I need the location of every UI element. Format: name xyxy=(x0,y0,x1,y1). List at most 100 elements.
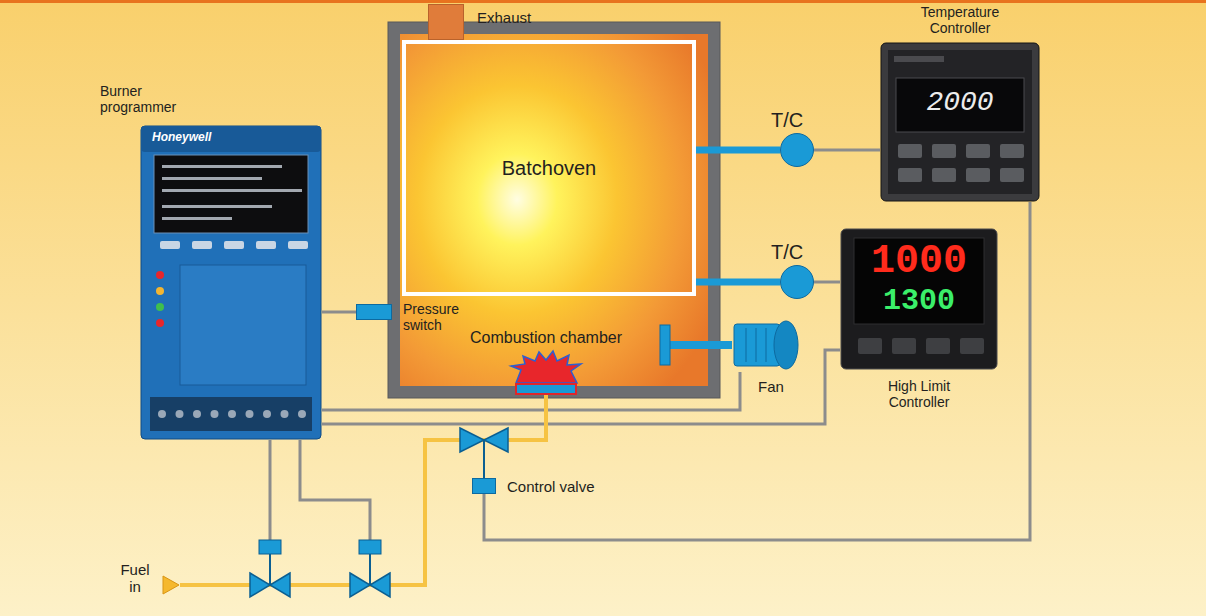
terminal-screw xyxy=(246,410,254,418)
terminal-strip xyxy=(150,397,312,431)
limit-controller-bezel xyxy=(841,229,997,369)
thermocouple-label: T/C xyxy=(771,241,803,264)
thermocouple-label: T/C xyxy=(771,109,803,132)
status-light xyxy=(156,271,164,279)
control-valve-body xyxy=(460,428,484,452)
fan-cap xyxy=(774,321,798,369)
programmer-drawing xyxy=(140,125,322,440)
display-line xyxy=(162,177,262,180)
valve-stem xyxy=(369,554,371,585)
terminal-screw xyxy=(281,410,289,418)
programmer-button xyxy=(288,241,308,249)
thermocouple-probe xyxy=(696,147,780,154)
controller-bezel xyxy=(881,43,1039,201)
control-valve-body xyxy=(484,428,508,452)
terminal-screw xyxy=(158,410,166,418)
controller-button xyxy=(1000,168,1024,182)
top-rule xyxy=(0,0,1206,3)
thermocouple-probe xyxy=(696,279,780,286)
thermocouple: T/C xyxy=(780,133,814,167)
chamber-label: Combustion chamber xyxy=(470,329,622,347)
exhaust-label: Exhaust xyxy=(477,9,531,26)
shutoff-valve xyxy=(350,573,370,597)
controller-label: Temperature Controller xyxy=(905,4,1015,36)
programmer-display xyxy=(154,155,308,233)
fan-drawing xyxy=(732,318,800,372)
shutoff-valve xyxy=(270,573,290,597)
programmer-button xyxy=(224,241,244,249)
oven-housing xyxy=(388,22,720,398)
control-valve-label: Control valve xyxy=(507,478,595,495)
display-line xyxy=(162,205,272,208)
oven-chamber: Batchoven xyxy=(402,40,696,296)
valve-actuator xyxy=(259,540,281,554)
fan: Fan xyxy=(732,318,800,372)
display-line xyxy=(162,165,282,168)
terminal-screw xyxy=(176,410,184,418)
terminal-screw xyxy=(263,410,271,418)
programmer-top-band xyxy=(141,126,321,152)
motor-fin xyxy=(756,328,757,362)
pressure-switch: Pressure switch xyxy=(356,304,392,320)
controller-button xyxy=(966,144,990,158)
fan-label: Fan xyxy=(758,378,784,395)
display-reading: 1000 xyxy=(854,240,984,284)
oven-interior xyxy=(400,34,708,386)
control-valve-actuator: Control valve xyxy=(472,478,496,494)
exhaust-stack: Exhaust xyxy=(428,4,464,40)
limit-controller-display xyxy=(854,238,984,324)
brand-mark: Honeywell xyxy=(152,131,211,145)
terminal-screw xyxy=(298,410,306,418)
valve-wire xyxy=(269,440,272,540)
display-line xyxy=(162,189,302,192)
valve-stem xyxy=(269,554,271,585)
terminal-screw xyxy=(193,410,201,418)
shutoff-valve xyxy=(370,573,390,597)
programmer-panel xyxy=(180,265,306,385)
status-light xyxy=(156,287,164,295)
controller-display xyxy=(896,78,1024,132)
motor-fin xyxy=(746,328,747,362)
fan-shaft xyxy=(668,341,732,349)
controller-button xyxy=(932,168,956,182)
display-line xyxy=(162,217,232,220)
fan-motor xyxy=(734,324,780,366)
controller-logo-strip xyxy=(894,56,944,62)
controller-button xyxy=(1000,144,1024,158)
pressure-switch-label: Pressure switch xyxy=(403,301,469,333)
controller-button xyxy=(898,144,922,158)
controller-button xyxy=(932,144,956,158)
fan-impeller xyxy=(660,325,670,365)
fuel-inlet: Fuel in xyxy=(162,575,180,595)
signal-wire xyxy=(814,281,840,284)
controller-label: High Limit Controller xyxy=(878,378,960,410)
display-setpoint: 1300 xyxy=(854,284,984,318)
programmer-button xyxy=(256,241,276,249)
terminal-screw xyxy=(228,410,236,418)
controller-button xyxy=(898,168,922,182)
valve-actuator xyxy=(359,540,381,554)
valve-stem xyxy=(483,440,485,478)
controller-drawing xyxy=(880,42,1040,202)
high-limit-controller: 10001300High Limit Controller xyxy=(840,228,998,370)
status-light xyxy=(156,303,164,311)
signal-wire xyxy=(484,202,1030,540)
burner: Combustion chamber xyxy=(515,383,577,395)
temperature-controller: Temperature Controller2000 xyxy=(880,42,1040,202)
fuel-inlet-drawing xyxy=(162,575,180,595)
programmer-button xyxy=(160,241,180,249)
limit-controller-button xyxy=(926,338,950,354)
burner-flame xyxy=(511,351,581,383)
programmer-button xyxy=(192,241,212,249)
display-reading: 2000 xyxy=(896,86,1024,120)
motor-fin xyxy=(766,328,767,362)
thermocouple: T/C xyxy=(780,265,814,299)
oven-label: Batchoven xyxy=(406,157,692,180)
limit-controller-button xyxy=(960,338,984,354)
signal-wire xyxy=(814,149,880,152)
controller-button xyxy=(966,168,990,182)
shutoff-valve xyxy=(250,573,270,597)
programmer-body xyxy=(141,126,321,439)
status-light xyxy=(156,319,164,327)
